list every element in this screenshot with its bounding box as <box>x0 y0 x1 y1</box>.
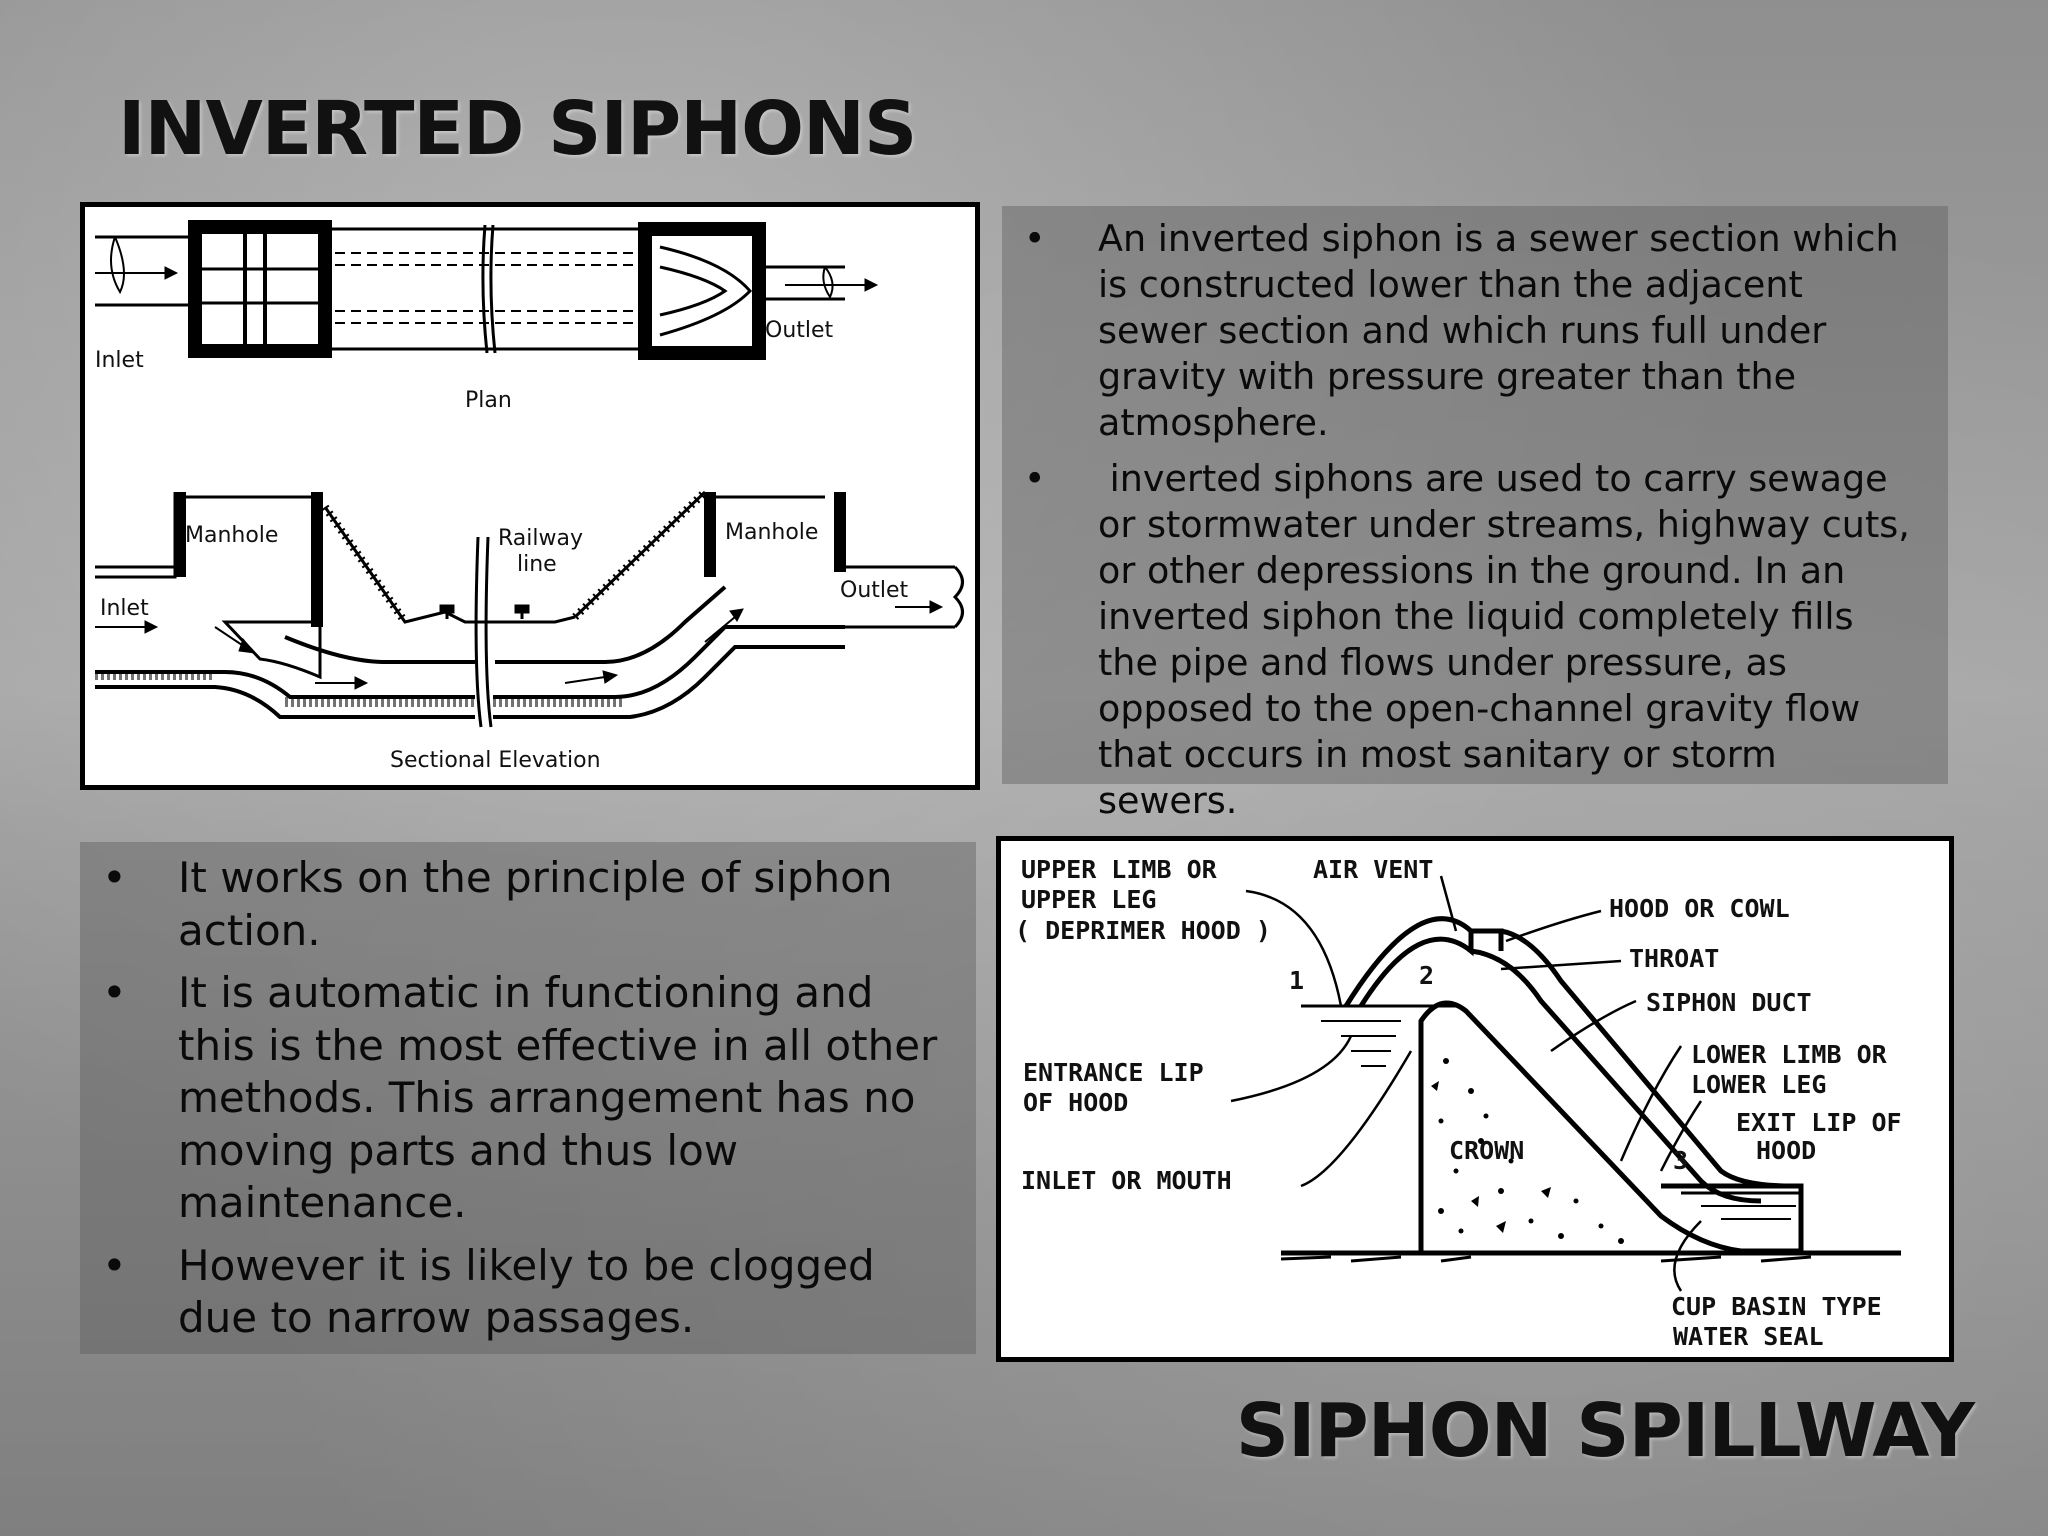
inverted-siphon-description: • An inverted siphon is a sewer section … <box>1002 206 1948 822</box>
section-inlet-label: Inlet <box>100 596 149 621</box>
bullet-icon: • <box>1024 457 1046 500</box>
list-item: • It works on the principle of siphon ac… <box>80 852 946 957</box>
siphon-spillway-description: • It works on the principle of siphon ac… <box>80 842 976 1354</box>
inverted-siphon-diagram: Inlet Outlet Plan <box>80 202 980 790</box>
cup-basin-label-2: WATER SEAL <box>1673 1322 1824 1351</box>
cup-basin-label-1: CUP BASIN TYPE <box>1671 1292 1882 1321</box>
inlet-mouth-label: INLET OR MOUTH <box>1021 1166 1232 1195</box>
section-view <box>95 489 964 728</box>
crown-label: CROWN <box>1449 1136 1524 1165</box>
exit-lip-label-1: EXIT LIP OF <box>1736 1108 1902 1137</box>
plan-outlet-label: Outlet <box>765 318 834 343</box>
railway-label: Railway <box>498 526 583 551</box>
entrance-lip-label-2: OF HOOD <box>1023 1088 1128 1117</box>
upper-limb-label-1: UPPER LIMB OR <box>1021 855 1218 884</box>
bullet-icon: • <box>102 853 127 902</box>
list-item: • It is automatic in functioning and thi… <box>80 967 946 1230</box>
spillway-drawing <box>1230 875 1901 1292</box>
list-item: • inverted siphons are used to carry sew… <box>1002 456 1920 824</box>
lower-limb-label-2: LOWER LEG <box>1691 1070 1826 1099</box>
list-item: • However it is likely to be clogged due… <box>80 1240 946 1345</box>
list-item-text: inverted siphons are used to carry sewag… <box>1098 457 1922 822</box>
list-item: • An inverted siphon is a sewer section … <box>1002 216 1920 446</box>
bullet-icon: • <box>102 968 127 1017</box>
hood-label: HOOD OR COWL <box>1609 894 1790 923</box>
list-item-text: It works on the principle of siphon acti… <box>178 853 893 955</box>
plan-inlet-label: Inlet <box>95 348 144 373</box>
plan-view <box>95 220 879 360</box>
upper-limb-label-3: ( DEPRIMER HOOD ) <box>1015 916 1271 945</box>
point-2-label: 2 <box>1419 961 1434 990</box>
manhole-left-label: Manhole <box>185 523 278 548</box>
siphon-duct-label: SIPHON DUCT <box>1646 988 1812 1017</box>
section-outlet-label: Outlet <box>840 578 909 603</box>
upper-limb-label-2: UPPER LEG <box>1021 885 1156 914</box>
slide-title: INVERTED SIPHONS <box>118 86 917 172</box>
air-vent-label: AIR VENT <box>1313 855 1433 884</box>
railway-line-label: line <box>517 552 557 577</box>
list-item-text: However it is likely to be clogged due t… <box>178 1240 875 1343</box>
throat-label: THROAT <box>1629 944 1719 973</box>
bullet-icon: • <box>1024 217 1046 260</box>
siphon-spillway-diagram: UPPER LIMB OR UPPER LEG ( DEPRIMER HOOD … <box>996 836 1954 1362</box>
bullet-icon: • <box>102 1240 127 1290</box>
point-3-label: 3 <box>1673 1146 1688 1175</box>
slide-subtitle: SIPHON SPILLWAY <box>1235 1388 1975 1474</box>
entrance-lip-label-1: ENTRANCE LIP <box>1023 1058 1204 1087</box>
list-item-text: An inverted siphon is a sewer section wh… <box>1098 217 1899 444</box>
section-caption: Sectional Elevation <box>390 748 601 773</box>
exit-lip-label-2: HOOD <box>1756 1136 1816 1165</box>
plan-caption: Plan <box>465 388 512 413</box>
lower-limb-label-1: LOWER LIMB OR <box>1691 1040 1888 1069</box>
point-1-label: 1 <box>1289 966 1304 995</box>
manhole-right-label: Manhole <box>725 520 818 545</box>
list-item-text: It is automatic in functioning and this … <box>178 968 938 1227</box>
